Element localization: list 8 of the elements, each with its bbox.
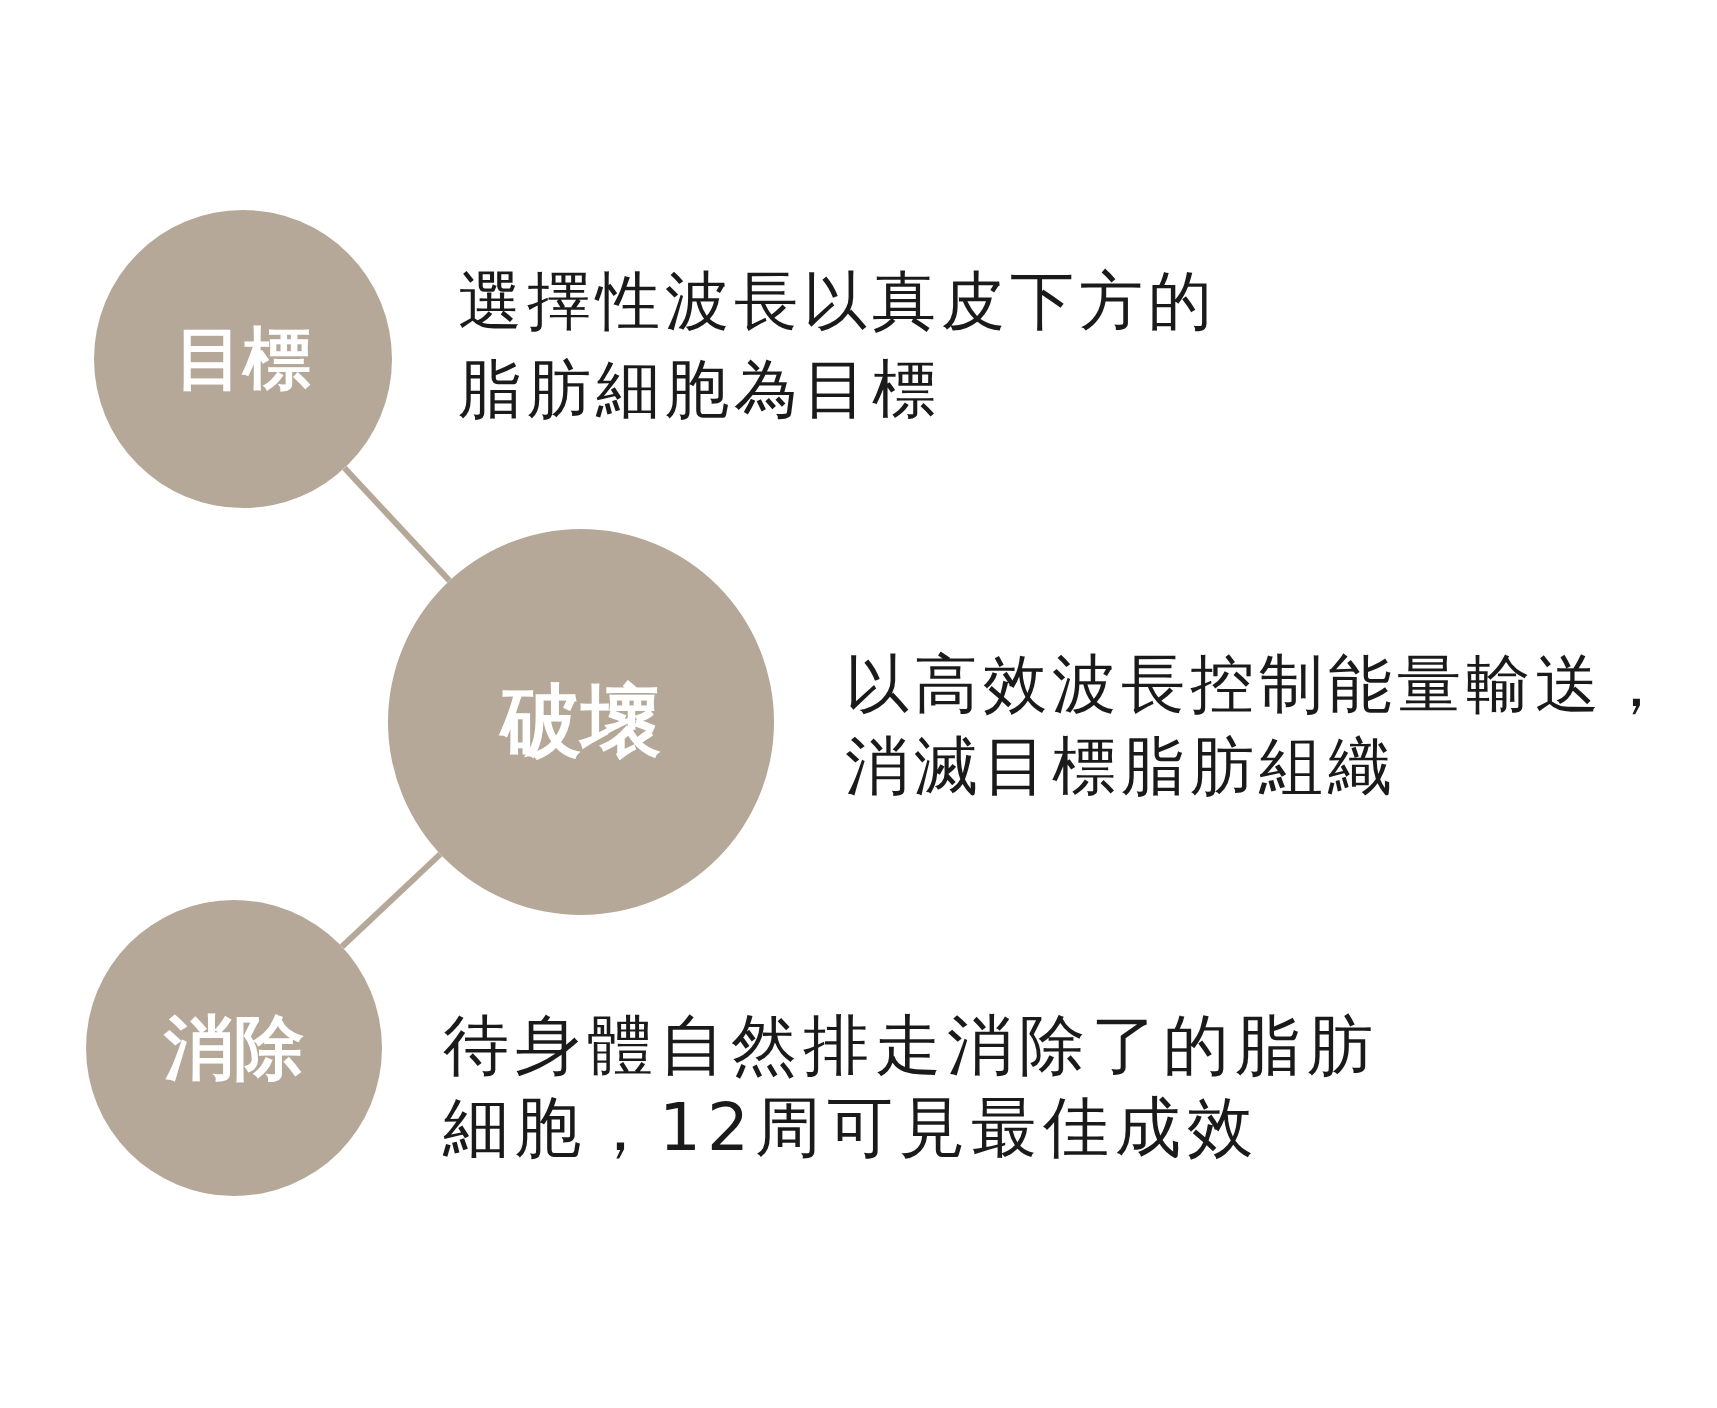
connector-line xyxy=(342,465,452,583)
step-title: 目標 xyxy=(175,325,311,393)
description-text: 以高效波長控制能量輸送，消滅目標脂肪組織 xyxy=(845,646,1674,805)
connector-line xyxy=(339,851,443,949)
description-text: 選擇性波長以真皮下方的脂肪細胞為目標 xyxy=(458,263,1218,428)
step-title: 破壞 xyxy=(501,682,661,762)
description-text: 待身體自然排走消除了的脂肪細胞，12周可見最佳成效 xyxy=(443,1006,1380,1168)
step-title: 消除 xyxy=(164,1013,304,1083)
